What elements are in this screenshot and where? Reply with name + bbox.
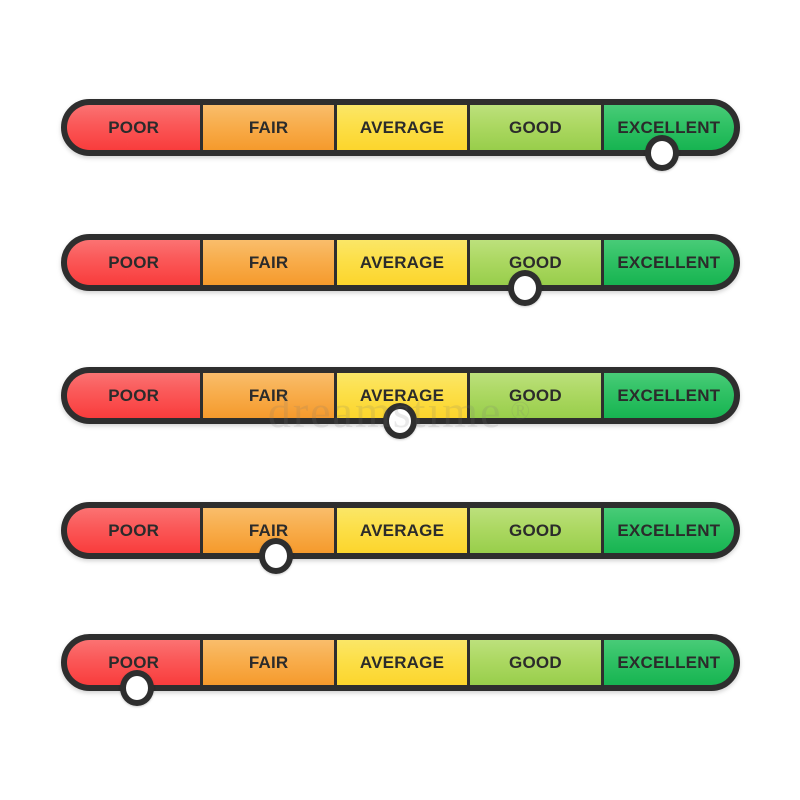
rating-segment-label: POOR [108, 653, 160, 672]
rating-segment-label: AVERAGE [359, 653, 445, 672]
rating-segment-good[interactable]: GOOD [467, 373, 601, 418]
rating-segment-label: AVERAGE [359, 521, 445, 540]
rating-segment-poor[interactable]: POOR [67, 240, 201, 285]
rating-marker-handle[interactable] [382, 403, 417, 439]
slider-good[interactable]: POOR FAIR AVERAGE GOOD EXCELLENT [61, 234, 740, 306]
rating-segment-average[interactable]: AVERAGE [333, 105, 468, 150]
rating-segment-label: POOR [108, 118, 160, 137]
rating-segment-label: AVERAGE [359, 253, 445, 272]
rating-segment-fair[interactable]: FAIR [200, 105, 334, 150]
rating-segment-label: GOOD [509, 653, 562, 672]
rating-segment-label: GOOD [509, 253, 562, 272]
rating-segment-good[interactable]: GOOD [467, 508, 601, 553]
rating-segment-label: EXCELLENT [617, 521, 721, 540]
rating-bar-track[interactable]: POOR FAIR AVERAGE GOOD EXCELLENT [61, 234, 740, 291]
rating-marker-handle[interactable] [644, 135, 679, 171]
rating-segment-good[interactable]: GOOD [467, 240, 601, 285]
rating-marker-handle[interactable] [507, 270, 542, 306]
rating-segment-label: GOOD [509, 118, 562, 137]
rating-segment-excellent[interactable]: EXCELLENT [600, 373, 734, 418]
rating-segment-label: FAIR [248, 521, 289, 540]
rating-segment-poor[interactable]: POOR [67, 105, 201, 150]
rating-segment-label: POOR [108, 386, 160, 405]
rating-segment-good[interactable]: GOOD [467, 640, 601, 685]
rating-segment-label: AVERAGE [359, 118, 445, 137]
rating-segment-label: EXCELLENT [617, 653, 721, 672]
rating-segment-label: GOOD [509, 521, 562, 540]
rating-segment-label: FAIR [248, 118, 289, 137]
rating-segment-label: FAIR [248, 253, 289, 272]
rating-segment-label: EXCELLENT [617, 386, 721, 405]
slider-average[interactable]: POOR FAIR AVERAGE GOOD EXCELLENT [61, 367, 740, 439]
rating-segment-fair[interactable]: FAIR [200, 640, 334, 685]
rating-bar-track[interactable]: POOR FAIR AVERAGE GOOD EXCELLENT [61, 634, 740, 691]
rating-segment-good[interactable]: GOOD [467, 105, 601, 150]
rating-segment-label: FAIR [248, 653, 289, 672]
rating-segment-poor[interactable]: POOR [67, 373, 201, 418]
rating-segment-average[interactable]: AVERAGE [333, 240, 468, 285]
rating-segment-fair[interactable]: FAIR [200, 240, 334, 285]
rating-segment-average[interactable]: AVERAGE [333, 508, 468, 553]
rating-segment-label: POOR [108, 521, 160, 540]
slider-excellent[interactable]: POOR FAIR AVERAGE GOOD EXCELLENT [61, 99, 740, 171]
slider-poor[interactable]: POOR FAIR AVERAGE GOOD EXCELLENT [61, 634, 740, 706]
rating-segment-label: FAIR [248, 386, 289, 405]
rating-segment-excellent[interactable]: EXCELLENT [600, 240, 734, 285]
rating-marker-handle[interactable] [120, 670, 155, 706]
rating-segment-fair[interactable]: FAIR [200, 373, 334, 418]
rating-bar-track[interactable]: POOR FAIR AVERAGE GOOD EXCELLENT [61, 502, 740, 559]
rating-segment-average[interactable]: AVERAGE [333, 640, 468, 685]
rating-segment-label: EXCELLENT [617, 118, 721, 137]
rating-segment-poor[interactable]: POOR [67, 508, 201, 553]
slider-fair[interactable]: POOR FAIR AVERAGE GOOD EXCELLENT [61, 502, 740, 574]
rating-segment-excellent[interactable]: EXCELLENT [600, 640, 734, 685]
rating-marker-handle[interactable] [258, 538, 293, 574]
rating-bar-track[interactable]: POOR FAIR AVERAGE GOOD EXCELLENT [61, 99, 740, 156]
rating-segment-label: EXCELLENT [617, 253, 721, 272]
rating-segment-label: POOR [108, 253, 160, 272]
rating-segment-label: AVERAGE [359, 386, 445, 405]
rating-segment-excellent[interactable]: EXCELLENT [600, 508, 734, 553]
rating-segment-label: GOOD [509, 386, 562, 405]
